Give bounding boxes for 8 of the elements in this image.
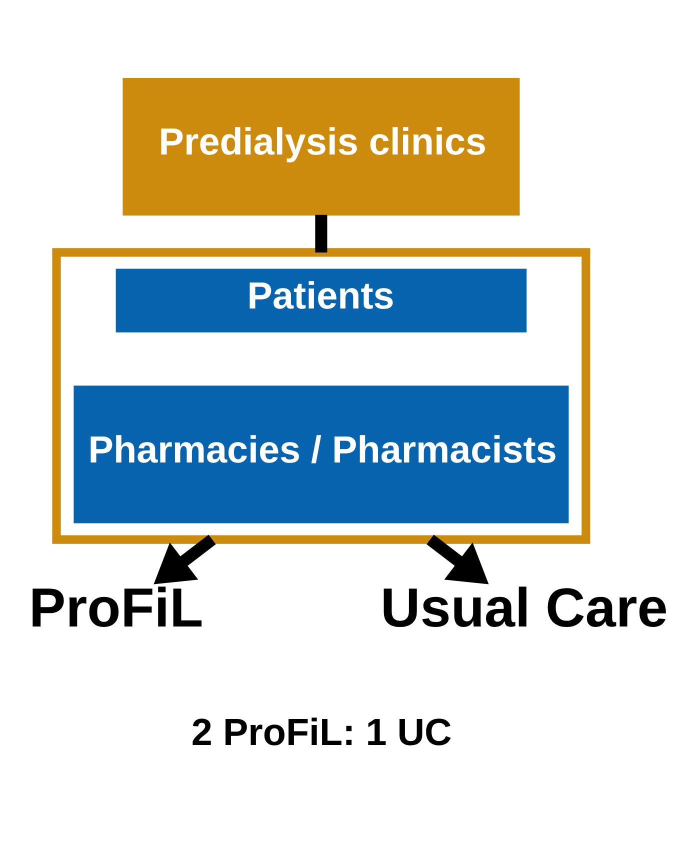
node-box: Predialysis clinics: [122, 78, 520, 216]
node-text: ProFiL: [29, 576, 204, 638]
node-box: Pharmacies / Pharmacists: [74, 386, 569, 524]
node-box: Patients: [116, 268, 527, 332]
label: 2 ProFiL: 1 UC: [191, 712, 452, 754]
node-text: Usual Care: [380, 576, 668, 638]
cluster: [52, 248, 590, 544]
connector: [315, 214, 328, 252]
